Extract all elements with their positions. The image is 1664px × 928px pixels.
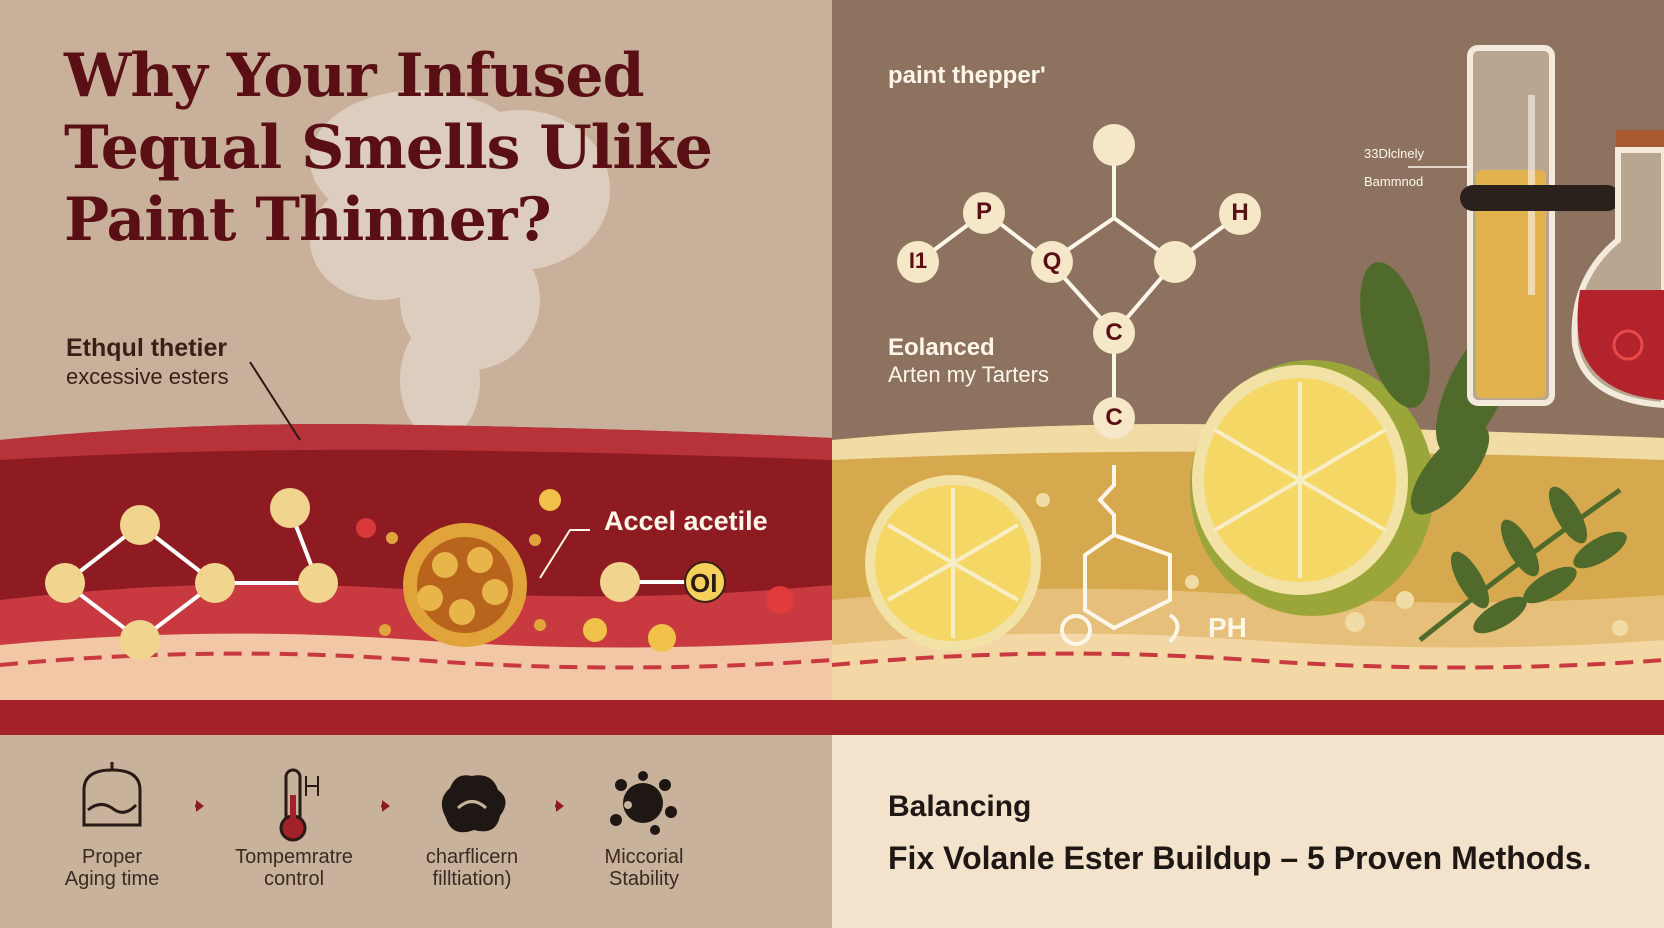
ester-molecule-left — [45, 488, 338, 660]
step-charcoal-filtration: charflicern filltiation) — [392, 846, 552, 890]
footer-headline: Fix Volanle Ester Buildup – 5 Proven Met… — [888, 840, 1592, 876]
test-tube — [1460, 45, 1620, 406]
atom-c-1: C — [1105, 319, 1123, 346]
step-4-line-1: Miccorial — [604, 846, 684, 868]
bottom-left-panel — [0, 735, 832, 928]
step-temperature-control: Tompemratre control — [214, 846, 374, 890]
atom-p: P — [975, 198, 992, 225]
footer-kicker: Balancing — [888, 790, 1032, 823]
atom-i1: I1 — [908, 248, 928, 273]
lemon-slice-small — [865, 475, 1041, 651]
step-microbial-stability: Miccorial Stability — [564, 846, 724, 890]
title-line-2: Tequal Smells Ulike — [64, 113, 713, 183]
aging-vessel-icon — [82, 762, 142, 827]
charcoal-filter-icon — [441, 775, 506, 833]
tube-label-1: 33Dlclnely — [1364, 146, 1424, 161]
atom-q: Q — [1042, 248, 1062, 275]
balance-label-subtitle: Arten my Tarters — [888, 362, 1049, 387]
title-line-3: Paint Thinner? — [64, 185, 552, 255]
hydroxyl-molecule — [583, 561, 794, 652]
step-arrow-3 — [555, 800, 564, 812]
herb-leaves — [1360, 262, 1627, 642]
step-3-line-2: filltiation) — [432, 868, 512, 890]
thermometer-icon — [279, 768, 319, 842]
callout-subtitle: excessive esters — [66, 364, 229, 389]
step-arrow-1 — [195, 800, 204, 812]
right-header: paint thepper' — [888, 62, 1046, 89]
reaction-pointer — [539, 529, 590, 579]
flask — [1571, 130, 1664, 409]
atom-c-2: C — [1105, 404, 1123, 431]
step-1-line-1: Proper — [81, 846, 143, 868]
step-3-line-1: charflicern — [425, 846, 519, 868]
atom-h: H — [1231, 199, 1249, 226]
ph-label: PH — [1208, 612, 1247, 643]
bottom-right-panel — [832, 735, 1664, 928]
lemon-slice-large — [1190, 360, 1434, 616]
reaction-label: Accel acetile — [604, 506, 768, 536]
callout-title: Ethqul thetier — [66, 334, 228, 362]
atom-nodes — [897, 124, 1261, 439]
step-proper-aging: Proper Aging time — [32, 846, 192, 890]
smoke-plume — [310, 90, 610, 440]
step-arrow-2 — [381, 800, 390, 812]
title-line-1: Why Your Infused — [64, 41, 645, 111]
step-1-line-2: Aging time — [64, 868, 160, 890]
microbe-icon — [610, 771, 677, 835]
page-title: Why Your Infused Tequal Smells Ulike Pai… — [64, 40, 713, 256]
tube-label-2: Bammnod — [1364, 174, 1424, 189]
molecule-tag: OI — [690, 568, 718, 598]
step-2-line-2: control — [263, 868, 325, 890]
balance-label-title: Eolanced — [888, 334, 995, 361]
step-2-line-1: Tompemratre — [235, 846, 353, 868]
callout-pointer — [249, 361, 301, 441]
acetate-cluster — [356, 489, 561, 647]
bubbles-right — [1036, 493, 1628, 636]
step-4-line-2: Stability — [608, 868, 680, 890]
